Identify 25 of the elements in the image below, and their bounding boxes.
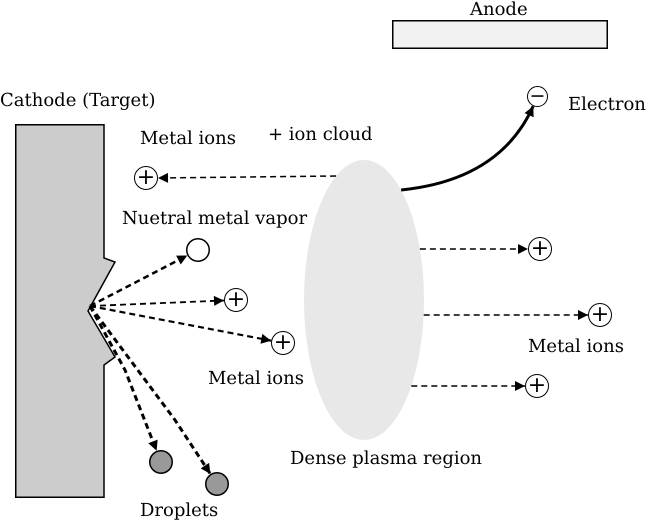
arrow	[89, 254, 188, 308]
ion-symbol: −	[527, 86, 548, 107]
ion-symbol: +	[134, 166, 158, 190]
arrow	[90, 304, 272, 344]
ion-symbol: +	[528, 237, 552, 261]
ion-symbol: +	[525, 374, 549, 398]
plasma-region-label: Dense plasma region	[290, 448, 482, 470]
ion-symbol: +	[588, 303, 612, 327]
particle-label: Metal ions	[140, 128, 236, 150]
arrow	[411, 381, 525, 391]
ion-symbol: +	[224, 288, 248, 312]
droplets-label: Droplets	[140, 500, 218, 522]
particle-label: Metal ions	[208, 368, 304, 390]
arrow	[420, 244, 528, 254]
arrow	[400, 105, 535, 192]
particle-label: Electron	[568, 94, 646, 116]
anode-label: Anode	[470, 0, 528, 21]
particle-label: Metal ions	[528, 336, 624, 358]
ion-cloud-label: + ion cloud	[268, 124, 373, 146]
arrow	[424, 310, 588, 320]
arrow	[88, 305, 158, 452]
particle-label: Nuetral metal vapor	[122, 208, 308, 230]
arrow	[88, 305, 212, 475]
cathode-label: Cathode (Target)	[0, 90, 156, 112]
arrow	[158, 172, 336, 183]
